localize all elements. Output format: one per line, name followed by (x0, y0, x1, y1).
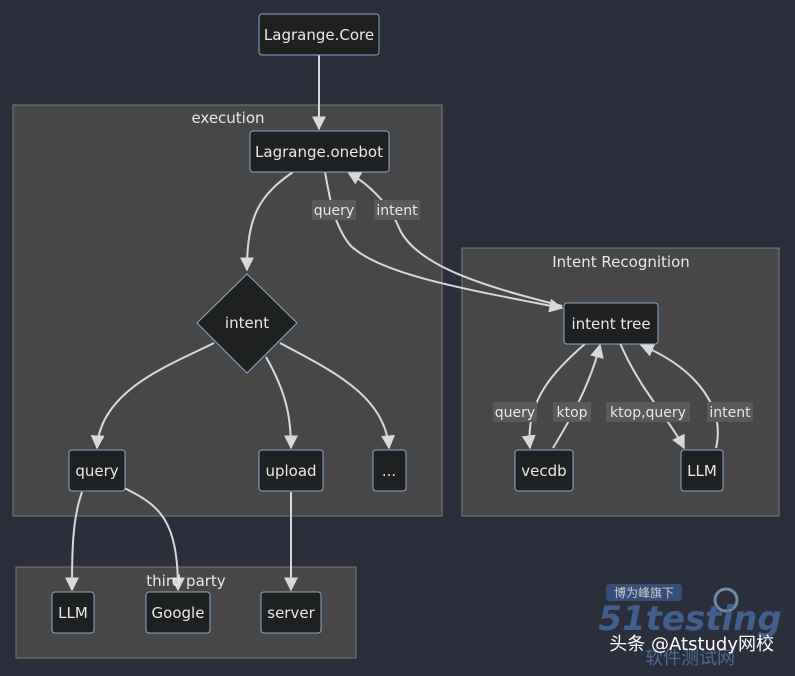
svg-text:server: server (267, 604, 315, 622)
cluster-intent-recognition: Intent Recognition (461, 247, 780, 517)
svg-text:Google: Google (152, 604, 205, 622)
svg-text:query: query (314, 203, 354, 219)
node-llm-third-party[interactable]: LLM (51, 591, 95, 634)
node-server[interactable]: server (260, 591, 322, 634)
edge-label-onebot-query: query (312, 200, 356, 220)
edge-label-tree-ktop-query: ktop,query (606, 402, 690, 422)
svg-text:Lagrange.onebot: Lagrange.onebot (255, 143, 383, 161)
svg-text:query: query (75, 462, 118, 480)
edge-label-tree-query: query (493, 402, 537, 422)
svg-text:intent: intent (225, 314, 269, 332)
watermark: 博为峰旗下 51testing 软件测试网 (598, 584, 782, 669)
edge-query-to-llm (65, 491, 83, 592)
node-intent-decision[interactable]: intent (196, 273, 298, 374)
edge-llm-to-tree (639, 343, 719, 449)
node-llm-intent[interactable]: LLM (680, 449, 724, 492)
svg-text:...: ... (382, 462, 396, 480)
edge-label-vecdb-ktop: ktop (553, 402, 591, 422)
edge-intent-to-query (90, 342, 215, 450)
cluster-execution-label: execution (191, 109, 264, 127)
edge-intent-to-upload (265, 356, 298, 450)
edge-intent-to-more (279, 342, 396, 450)
edge-query-to-google (121, 486, 185, 592)
svg-text:ktop: ktop (556, 405, 587, 421)
watermark-logo: 51testing (598, 599, 781, 639)
edge-label-llm-intent: intent (707, 402, 753, 422)
node-lagrange-onebot[interactable]: Lagrange.onebot (249, 130, 390, 173)
node-vecdb[interactable]: vecdb (514, 449, 574, 492)
node-intent-tree[interactable]: intent tree (563, 302, 659, 345)
svg-text:intent tree: intent tree (571, 315, 650, 333)
watermark-badge: 博为峰旗下 (614, 585, 674, 600)
node-more[interactable]: ... (372, 449, 407, 492)
edge-label-onebot-intent: intent (374, 200, 420, 220)
edge-vecdb-to-tree (552, 343, 604, 449)
watermark-credit: 头条 @Atstudy网校 (609, 634, 774, 655)
node-google[interactable]: Google (145, 591, 211, 634)
svg-text:vecdb: vecdb (521, 462, 566, 480)
svg-text:intent: intent (376, 203, 418, 219)
node-lagrange-core[interactable]: Lagrange.Core (258, 13, 380, 56)
svg-text:ktop,query: ktop,query (610, 405, 686, 421)
svg-text:Lagrange.Core: Lagrange.Core (264, 26, 374, 44)
svg-text:LLM: LLM (58, 604, 88, 622)
node-upload[interactable]: upload (258, 449, 324, 492)
node-query[interactable]: query (68, 449, 126, 492)
svg-text:query: query (495, 405, 535, 421)
svg-text:intent: intent (709, 405, 751, 421)
edge-intent-tree-to-onebot (346, 171, 563, 307)
edge-onebot-to-intent (240, 171, 294, 272)
watermark-subtitle: 软件测试网 (645, 648, 735, 669)
cluster-intent-recognition-label: Intent Recognition (552, 253, 690, 271)
cluster-third-party-label: third party (146, 572, 226, 590)
svg-text:LLM: LLM (687, 462, 717, 480)
edge-tree-to-vecdb (521, 342, 587, 450)
svg-text:upload: upload (265, 462, 316, 480)
